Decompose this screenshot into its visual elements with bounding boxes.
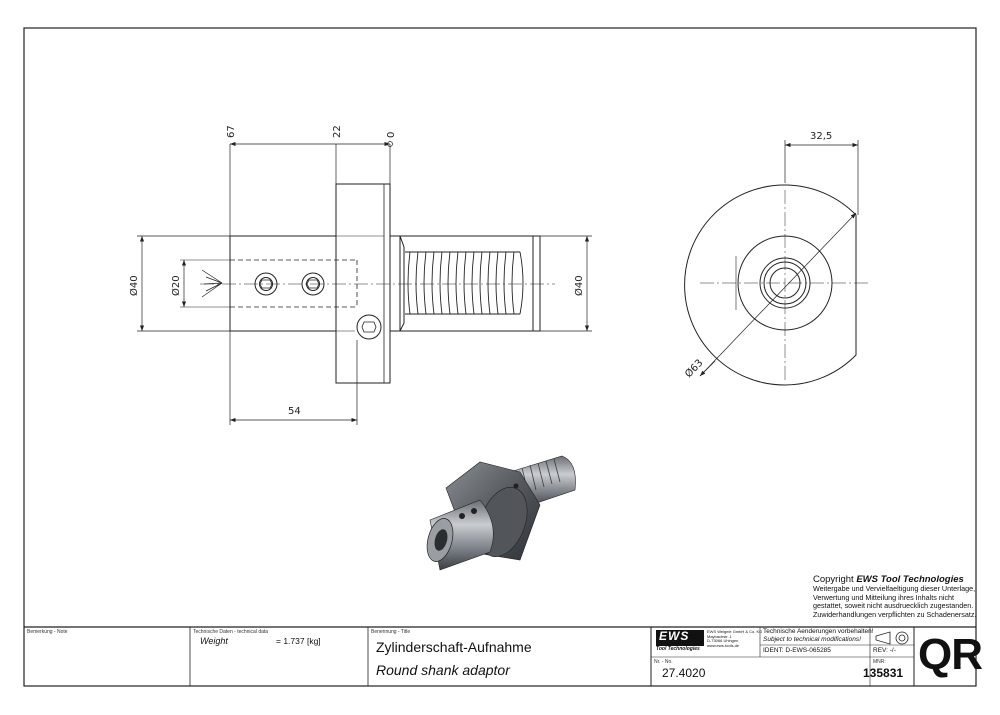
nr-label: Nr. - No. <box>654 659 673 665</box>
change-notice-en: Subject to technical modifications! <box>763 636 861 643</box>
copyright-line-2: Verwertung und Mitteilung ihres Inhalts … <box>813 592 955 602</box>
front-dimensions <box>137 141 592 425</box>
company-address: EWS Weigele GmbH & Co. KG Maybachstr. 1 … <box>707 629 763 648</box>
projection-symbol <box>875 631 891 645</box>
front-view <box>200 183 555 384</box>
copyright-line-1: Weitergabe und Vervielfaeltigung dieser … <box>813 583 976 593</box>
sheet-border <box>23 27 977 687</box>
company-name: EWS Weigele GmbH & Co. KG <box>707 629 763 634</box>
copyright-line-4: Zuwiderhandlungen verpflichten zu Schade… <box>813 610 977 620</box>
weight-label: Weight <box>200 636 228 646</box>
mnr-value: 135831 <box>863 666 904 680</box>
mnr-label: MNR: <box>873 659 886 665</box>
dim-dia40-right: Ø40 <box>573 275 585 296</box>
techdata-label: Technische Daten - technical data <box>193 629 269 635</box>
side-dimensions <box>699 140 859 377</box>
logo-subtitle: Tool Technologies <box>656 646 700 652</box>
copyright-brand: EWS Tool Technologies <box>856 574 964 585</box>
side-view <box>684 184 870 386</box>
title-block <box>24 626 976 686</box>
cylindrical-shank <box>229 235 337 332</box>
company-web: www.ews-tools.de <box>707 642 740 648</box>
weight-value: = 1.737 [kg] <box>276 636 321 646</box>
ews-logo <box>656 630 704 646</box>
dim-32-5: 32,5 <box>810 131 832 142</box>
copyright-notice: Copyright EWS Tool Technologies Weiterga… <box>813 574 977 620</box>
dim-67: 67 <box>226 125 237 138</box>
dim-0: 0 <box>386 132 397 138</box>
company-city: D-73066 Uhingen <box>707 638 739 644</box>
neck <box>390 235 405 332</box>
nr-value: 27.4020 <box>662 666 706 680</box>
logo-text: EWS <box>659 629 690 643</box>
thread-lines <box>405 251 524 315</box>
dim-54: 54 <box>288 406 301 417</box>
revision: REV: -/- <box>873 647 896 654</box>
change-notice-de: Technische Aenderungen vorbehalten! <box>763 628 874 635</box>
qr-mark: QR <box>918 630 983 679</box>
company-street: Maybachstr. 1 <box>707 633 732 639</box>
copyright-prefix: Copyright <box>813 574 857 585</box>
threaded-shank <box>399 235 534 332</box>
clamp-screw <box>356 314 382 340</box>
isometric-view <box>426 455 576 571</box>
title-label: Benennung - Title <box>371 629 411 635</box>
drill-point <box>201 269 223 298</box>
flange-face <box>684 184 857 386</box>
flange <box>335 183 391 384</box>
title-en: Round shank adaptor <box>376 662 510 678</box>
title-de: Zylinderschaft-Aufnahme <box>376 639 532 655</box>
note-label: Bemerkung - Note <box>27 629 68 635</box>
dim-dia63: Ø63 <box>683 357 706 380</box>
dim-dia40-left: Ø40 <box>128 275 140 296</box>
dim-dia20: Ø20 <box>170 275 182 296</box>
copyright-line-3: gestattet, soweit nicht ausdruecklich zu… <box>813 601 974 611</box>
dim-22: 22 <box>332 125 343 138</box>
ident-number: IDENT: D-EWS-065285 <box>763 647 831 654</box>
